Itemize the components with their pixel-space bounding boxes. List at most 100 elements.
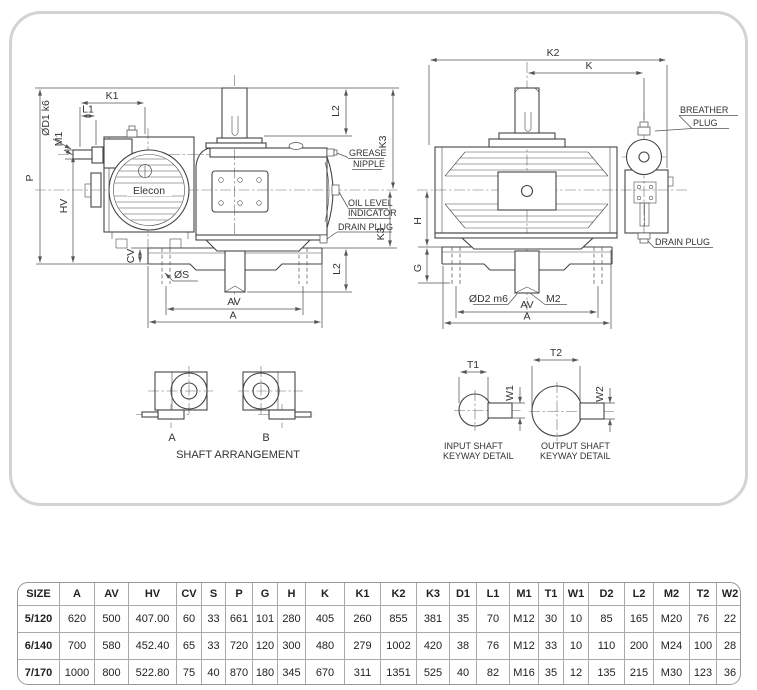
table-cell: 76	[476, 632, 510, 660]
table-cell: 215	[624, 659, 654, 684]
dim-k3-top: K3	[377, 135, 389, 148]
output-keyway-caption: OUTPUT SHAFT	[541, 441, 610, 451]
dim-h: H	[412, 217, 424, 225]
dim-w2: W2	[594, 386, 606, 402]
table-cell: 135	[588, 659, 625, 684]
input-keyway-caption2: KEYWAY DETAIL	[443, 451, 514, 461]
table-header-cell: K2	[380, 583, 417, 606]
table-header-cell: K1	[344, 583, 381, 606]
table-header-cell: W2	[716, 583, 740, 606]
table-cell: 580	[94, 632, 129, 660]
table-header-cell: M2	[653, 583, 690, 606]
dim-l2-top: L2	[330, 105, 342, 117]
table-header-cell: A	[59, 583, 95, 606]
table-cell: 522.80	[128, 659, 177, 684]
table-cell: 110	[588, 632, 625, 660]
dim-a-right: A	[523, 311, 530, 323]
table-cell: 33	[201, 605, 226, 633]
dim-l1: L1	[82, 104, 94, 116]
dim-cv: CV	[125, 249, 137, 264]
table-cell: 22	[716, 605, 740, 633]
drain-plug-right-label: DRAIN PLUG	[655, 237, 710, 247]
table-cell: 525	[416, 659, 450, 684]
drain-plug-left-label: DRAIN PLUG	[338, 222, 393, 232]
side-view: Elecon GREASE NIPPLE OIL LEVEL INDICATOR…	[24, 75, 400, 328]
table-header-cell: AV	[94, 583, 129, 606]
brand-label: Elecon	[133, 185, 165, 197]
dim-t2: T2	[550, 347, 562, 359]
table-cell: 38	[449, 632, 477, 660]
arrangement-a-figure	[136, 366, 213, 428]
dim-av-left: AV	[227, 296, 240, 308]
breather-plug-label: BREATHER	[680, 105, 729, 115]
dim-k2: K2	[547, 47, 560, 59]
table-cell: 5/120	[18, 605, 60, 633]
table-cell: 407.00	[128, 605, 177, 633]
table-cell: 800	[94, 659, 129, 684]
arrangement-a-label: A	[168, 432, 176, 444]
table-cell: 1002	[380, 632, 417, 660]
table-cell: 870	[225, 659, 253, 684]
table-cell: 120	[252, 632, 278, 660]
dim-a-left: A	[229, 310, 236, 322]
table-cell: 311	[344, 659, 381, 684]
table-cell: 452.40	[128, 632, 177, 660]
table-cell: 35	[449, 605, 477, 633]
dim-hv: HV	[58, 199, 70, 214]
table-cell: 165	[624, 605, 654, 633]
table-cell: 76	[689, 605, 717, 633]
input-keyway-caption: INPUT SHAFT	[444, 441, 503, 451]
table-cell: 200	[624, 632, 654, 660]
dim-d1: ØD1 k6	[40, 100, 52, 136]
shaft-arrangement-title: SHAFT ARRANGEMENT	[176, 449, 300, 461]
grease-nipple	[326, 148, 335, 157]
dim-g: G	[412, 264, 424, 272]
table-header-cell: L2	[624, 583, 654, 606]
dim-p: P	[24, 174, 36, 181]
table-cell: 30	[538, 605, 564, 633]
dim-l2-bottom: L2	[331, 263, 343, 275]
table-cell: 345	[277, 659, 306, 684]
table-cell: 6/140	[18, 632, 60, 660]
table-cell: M12	[509, 632, 539, 660]
table-cell: 700	[59, 632, 95, 660]
table-header-cell: T2	[689, 583, 717, 606]
table-cell: 1000	[59, 659, 95, 684]
table-cell: 280	[277, 605, 306, 633]
table-cell: 661	[225, 605, 253, 633]
dim-w1: W1	[504, 385, 516, 401]
drain-plug-left	[319, 234, 328, 244]
dim-k1: K1	[106, 90, 119, 102]
table-cell: 40	[201, 659, 226, 684]
table-cell: 480	[305, 632, 345, 660]
table-cell: M16	[509, 659, 539, 684]
technical-drawing: Elecon GREASE NIPPLE OIL LEVEL INDICATOR…	[24, 47, 738, 461]
table-header-cell: SIZE	[18, 583, 60, 606]
dim-k: K	[585, 60, 592, 72]
end-view: BREATHER PLUG DRAIN PLUG K2 K H G ØD2 m6…	[412, 47, 738, 329]
table-cell: 855	[380, 605, 417, 633]
dim-av-right: AV	[520, 299, 533, 311]
table-cell: 10	[563, 605, 589, 633]
table-header-cell: HV	[128, 583, 177, 606]
table-cell: 82	[476, 659, 510, 684]
table-cell: 10	[563, 632, 589, 660]
arrangement-b-figure	[238, 366, 314, 428]
dim-t1: T1	[467, 359, 479, 371]
table-cell: 12	[563, 659, 589, 684]
table-cell: 180	[252, 659, 278, 684]
table-cell: 670	[305, 659, 345, 684]
dim-s: ØS	[174, 269, 189, 281]
table-cell: M24	[653, 632, 690, 660]
table-cell: 720	[225, 632, 253, 660]
table-cell: 381	[416, 605, 450, 633]
table-header-cell: H	[277, 583, 306, 606]
arrangement-b-label: B	[262, 432, 269, 444]
table-header-cell: L1	[476, 583, 510, 606]
